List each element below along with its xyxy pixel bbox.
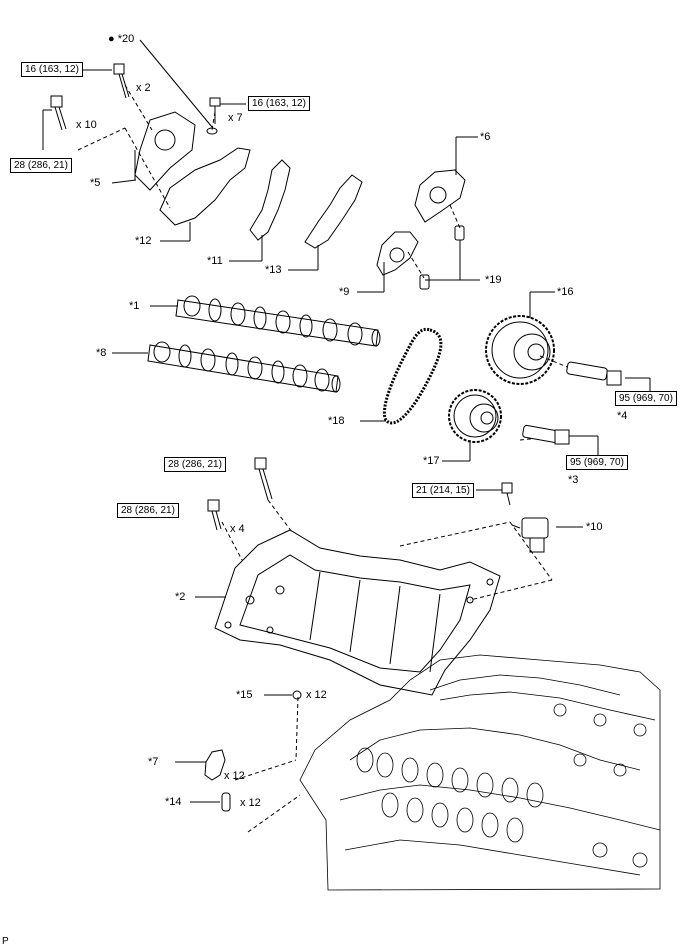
torque-box-cover-a: 28 (286, 21) (164, 457, 226, 472)
camshaft-housing-5 (134, 111, 196, 191)
non-reusable-marker: ● (108, 33, 115, 45)
bolt-vvt-16 (566, 361, 622, 386)
callout-20: ● *20 (108, 33, 134, 46)
camshaft-8 (147, 341, 341, 393)
o-ring-15 (292, 690, 302, 700)
qty-x2: x 2 (136, 82, 151, 94)
alignment-lines (77, 84, 581, 833)
callout-11: *11 (207, 255, 223, 267)
callout-19: *19 (485, 274, 502, 286)
torque-box-top-mid: 16 (163, 12) (248, 96, 310, 111)
timing-chain-18 (382, 327, 443, 425)
camshaft-housing-2 (214, 529, 501, 696)
bolt-28-286-21-cover-b (207, 499, 222, 531)
pin-19-a (454, 225, 465, 241)
qty-x10: x 10 (76, 119, 97, 131)
vvt-gear-17 (448, 389, 502, 443)
lash-adjuster-14 (221, 792, 231, 812)
callout-16: *16 (557, 286, 574, 298)
callout-9: *9 (339, 286, 350, 298)
callout-7: *7 (148, 756, 159, 768)
torque-box-cover-b: 28 (286, 21) (117, 503, 179, 518)
bearing-cap-6 (414, 169, 466, 223)
bearing-cap-13 (304, 174, 363, 249)
qty-x12-rocker: x 12 (224, 770, 245, 782)
torque-box-vvt-17: 95 (969, 70) (566, 455, 628, 470)
qty-x12-o-ring: x 12 (306, 689, 327, 701)
callout-18: *18 (328, 415, 345, 427)
bolt-16-163-12-a (113, 63, 130, 99)
qty-x12-adjuster: x 12 (240, 797, 261, 809)
callout-5: *5 (90, 177, 101, 189)
callout-2: *2 (175, 591, 186, 603)
pin-19-b (419, 274, 430, 290)
torque-box-ocv: 21 (214, 15) (412, 483, 474, 498)
callout-13: *13 (265, 264, 282, 276)
bolt-28-286-21-cover-a (254, 457, 273, 501)
callout-3: *3 (568, 474, 579, 486)
torque-box-vvt-16: 95 (969, 70) (615, 391, 677, 406)
camshaft-1 (175, 295, 381, 347)
bearing-cap-9 (376, 231, 419, 276)
seal-washer-20 (206, 127, 218, 135)
bearing-cap-11 (249, 159, 291, 241)
torque-box-top-left: 16 (163, 12) (21, 62, 83, 77)
bolt-28-286-21-left (50, 95, 67, 131)
rocker-arm-7 (204, 749, 226, 781)
page-code: P (2, 936, 9, 947)
callout-17: *17 (423, 455, 440, 467)
callout-15: *15 (236, 689, 253, 701)
callout-10: *10 (586, 521, 603, 533)
bolt-21-214-15-ocv (501, 482, 513, 506)
callout-12: *12 (135, 235, 152, 247)
oil-control-valve-10 (511, 517, 549, 553)
callout-14: *14 (165, 796, 182, 808)
qty-x7: x 7 (228, 112, 243, 124)
qty-x4: x 4 (230, 523, 245, 535)
bearing-cap-12 (159, 147, 251, 226)
callout-4: *4 (617, 410, 628, 422)
callout-8: *8 (96, 347, 107, 359)
torque-box-left-bolt: 28 (286, 21) (10, 158, 72, 173)
vvt-gear-16 (485, 315, 555, 385)
callout-6: *6 (480, 131, 491, 143)
engine-cylinder-head (299, 654, 661, 891)
callout-1: *1 (129, 300, 140, 312)
bolt-16-163-12-b (209, 97, 221, 124)
leader-lines (42, 39, 651, 803)
callout-20-text: *20 (117, 33, 135, 45)
bolt-vvt-17 (522, 424, 570, 445)
